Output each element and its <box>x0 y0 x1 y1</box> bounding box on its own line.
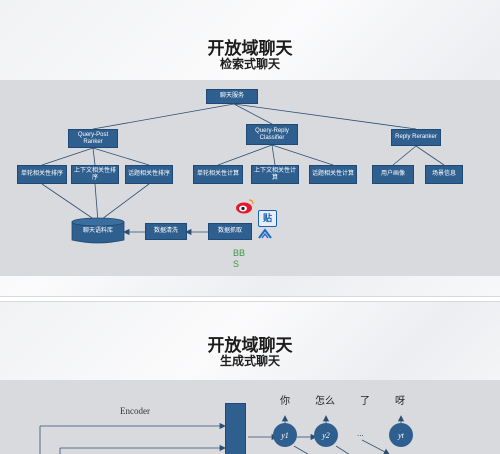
output-word-2: 怎么 <box>315 396 335 407</box>
ellipsis: ... <box>357 429 364 438</box>
node-reply-reranker: Reply Reranker <box>391 129 441 146</box>
slide-divider <box>0 296 500 302</box>
edge-qpr-n1 <box>41 147 94 166</box>
slide-title: 开放域聊天 <box>207 39 293 58</box>
node-query-reply-classifier: Query-Reply Classifier <box>246 124 298 145</box>
edge-rr-n7 <box>392 145 417 166</box>
slide-generative-chat: 开放域聊天 生成式聊天 <box>0 302 500 454</box>
output-word-3: 了 <box>360 396 370 407</box>
edge-root-qrc <box>233 103 273 125</box>
node-chat-service: 聊天服务 <box>206 89 258 104</box>
source-logos <box>236 199 272 239</box>
node-context-rank: 上下文相关性排序 <box>71 165 119 184</box>
node-single-turn-calc: 单轮相关性计算 <box>193 165 243 184</box>
context-vector <box>225 403 246 454</box>
edge-corpus-n3 <box>97 183 150 223</box>
edge-qpr-n3 <box>92 147 150 166</box>
edge-qpr-n2 <box>92 147 96 166</box>
node-context-calc: 上下文相关性计算 <box>251 165 299 184</box>
edge-qrc-n4 <box>217 144 273 166</box>
arrow-grab-clean <box>185 228 192 236</box>
edge-rr-n8 <box>415 145 445 166</box>
node-data-crawling: 数据抓取 <box>208 223 252 240</box>
connector-lines <box>41 103 445 236</box>
tieba-logo: 贴 <box>258 210 277 227</box>
node-scene-info: 场景信息 <box>425 165 463 184</box>
decoder-node-y1: y1 <box>273 423 297 447</box>
node-topic-rank: 话题相关性排序 <box>125 165 173 184</box>
decoder-node-y2: y2 <box>314 423 338 447</box>
slide-subtitle: 检索式聊天 <box>219 57 280 71</box>
node-query-post-ranker: Query-Post Ranker <box>68 129 118 148</box>
edge-corpus-n2 <box>94 183 99 223</box>
edge-qrc-n5 <box>271 144 276 166</box>
node-topic-calc: 话题相关性计算 <box>309 165 357 184</box>
node-chat-corpus: 聊天语料库 <box>82 228 113 234</box>
weibo-icon <box>236 199 254 214</box>
output-word-4: 呀 <box>395 396 405 407</box>
diagram-panel: Encoder 你 怎么 了 呀 y1 y2 ... yt <box>0 380 500 454</box>
edge-root-rr <box>233 103 417 130</box>
corpus-cylinder <box>71 217 125 244</box>
slide-retrieval-chat: 开放域聊天 检索式聊天 <box>0 0 500 296</box>
zhihu-icon <box>258 228 272 239</box>
arrow-clean-corpus <box>123 228 130 236</box>
node-single-turn-rank: 单轮相关性排序 <box>17 165 67 184</box>
bbs-logo: BB S <box>233 248 246 269</box>
diagram-panel: 聊天服务 Query-Post Ranker Query-Reply Class… <box>0 80 500 276</box>
output-word-1: 你 <box>280 396 290 407</box>
encoder-decoder-lines <box>39 415 405 454</box>
edge-corpus-n1 <box>41 183 99 223</box>
encoder-label: Encoder <box>120 406 150 416</box>
node-data-cleaning: 数据清洗 <box>145 223 187 240</box>
slide-title: 开放域聊天 <box>207 336 293 355</box>
edge-root-qpr <box>92 103 235 130</box>
decoder-node-yt: yt <box>389 423 413 447</box>
node-user-profile: 用户画像 <box>372 165 414 184</box>
edge-qrc-n6 <box>271 144 334 166</box>
slide-subtitle: 生成式聊天 <box>219 354 280 368</box>
